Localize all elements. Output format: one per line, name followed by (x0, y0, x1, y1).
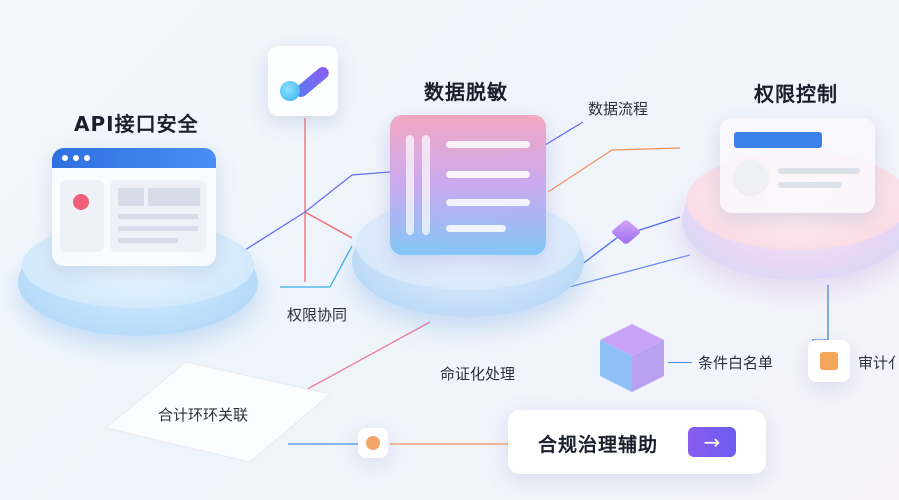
content-block (118, 188, 144, 206)
orange-dot-icon (366, 436, 380, 450)
list-line (446, 141, 530, 148)
content-line (118, 238, 178, 243)
label-audit-cut: 亻 (888, 354, 899, 372)
window-dot (73, 155, 79, 161)
brush-tip (280, 81, 300, 101)
node-title-access: 权限控制 (754, 82, 838, 106)
brush-icon (268, 46, 338, 116)
label-permission-coordination: 权限协同 (287, 306, 348, 324)
list-line (446, 199, 530, 206)
card-header-bar (734, 132, 822, 148)
window-icon (52, 148, 216, 266)
list-icon (390, 115, 546, 255)
label-condition-whitelist: 条件白名单 (698, 354, 774, 372)
card-line (778, 168, 860, 174)
label-audit: 审计亻 (858, 352, 899, 373)
access-card (720, 118, 875, 213)
orange-dot-node (358, 428, 388, 458)
compliance-assist-label: 合规治理辅助 (538, 434, 659, 456)
list-bar (406, 135, 414, 235)
arrow-right-icon[interactable]: → (688, 427, 736, 457)
window-titlebar (52, 148, 216, 168)
node-title-masking: 数据脱敏 (424, 80, 508, 104)
loop-diamond (104, 358, 332, 468)
arrow-glyph: → (703, 430, 721, 454)
window-dot (62, 155, 68, 161)
list-line (446, 225, 506, 232)
content-block (148, 188, 200, 206)
list-line (446, 171, 530, 178)
content-line (118, 226, 198, 231)
audit-icon-tile (808, 340, 850, 382)
orange-square-icon (820, 352, 838, 370)
record-dot (73, 194, 89, 210)
list-bar (422, 135, 430, 235)
label-data-flow: 数据流程 (588, 100, 649, 118)
card-line (778, 182, 842, 188)
window-dot (84, 155, 90, 161)
compliance-assist-button[interactable]: 合规治理辅助 → (508, 410, 766, 474)
card-avatar (734, 160, 768, 194)
label-proof-processing: 命证化处理 (440, 365, 516, 383)
content-line (118, 214, 198, 219)
node-title-api: API接口安全 (74, 112, 199, 136)
window-left-panel (60, 180, 104, 252)
label-audit-text: 审计 (858, 354, 889, 372)
connector-cube-label (668, 362, 692, 364)
label-compliance-loop: 合计环环关联 (158, 406, 249, 424)
cube-icon (598, 322, 666, 394)
